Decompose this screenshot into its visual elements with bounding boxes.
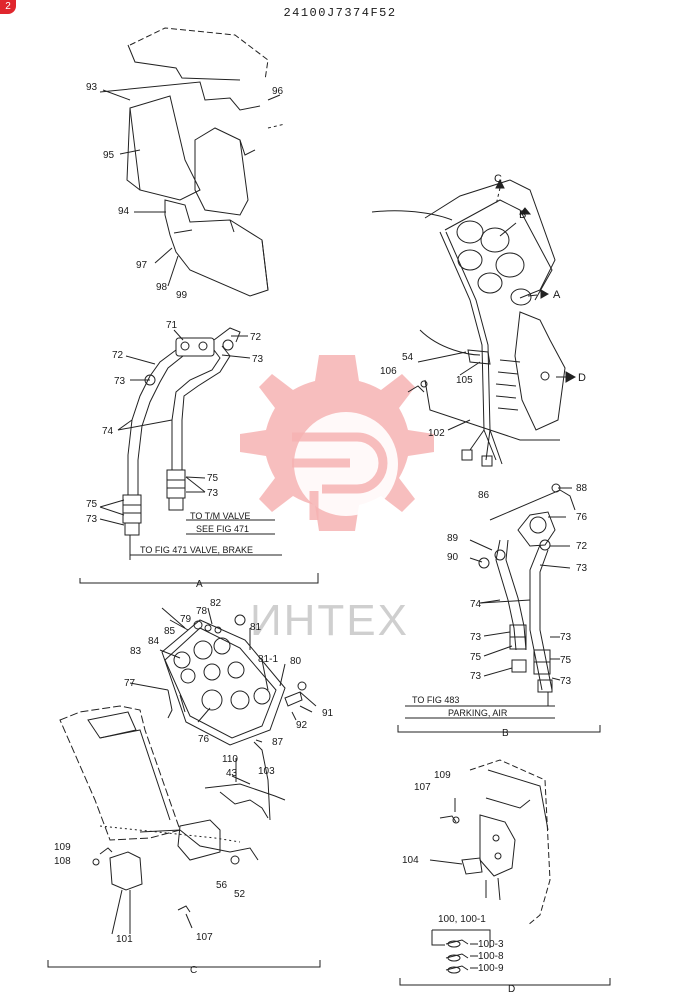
view-marker-b: B bbox=[519, 209, 526, 221]
label-75-c: 75 bbox=[470, 652, 482, 663]
section-letter-b: B bbox=[502, 728, 509, 739]
label-87: 87 bbox=[272, 737, 284, 748]
label-74-b: 74 bbox=[470, 599, 482, 610]
label-84: 84 bbox=[148, 636, 160, 647]
label-99: 99 bbox=[176, 290, 188, 301]
label-105: 105 bbox=[456, 375, 473, 386]
page-badge: 2 bbox=[0, 0, 16, 14]
watermark-gear-logo bbox=[240, 355, 434, 531]
label-88: 88 bbox=[576, 483, 588, 494]
label-83: 83 bbox=[130, 646, 142, 657]
section-a-hoses bbox=[79, 327, 319, 584]
section-b-air-hoses bbox=[397, 483, 601, 733]
label-73-f: 73 bbox=[470, 632, 482, 643]
label-109: 109 bbox=[54, 842, 71, 853]
label-89: 89 bbox=[447, 533, 459, 544]
label-107-d: 107 bbox=[414, 782, 431, 793]
label-100-8: 100-8 bbox=[478, 951, 504, 962]
label-81-1: 81-1 bbox=[258, 654, 278, 665]
section-letter-a: A bbox=[196, 579, 203, 590]
label-72-b: 72 bbox=[112, 350, 124, 361]
watermark-text: ИНТЕХ bbox=[250, 596, 409, 645]
view-marker-a: A bbox=[553, 289, 561, 301]
label-104: 104 bbox=[402, 855, 419, 866]
label-54: 54 bbox=[402, 352, 414, 363]
label-98: 98 bbox=[156, 282, 168, 293]
label-90: 90 bbox=[447, 552, 459, 563]
label-106: 106 bbox=[380, 366, 397, 377]
note-tm-valve: TO T/M VALVE bbox=[190, 511, 250, 521]
label-73-h: 73 bbox=[470, 671, 482, 682]
label-86: 86 bbox=[478, 490, 490, 501]
bracket-assembly bbox=[99, 27, 286, 297]
label-85: 85 bbox=[164, 626, 176, 637]
label-75-b: 75 bbox=[86, 499, 98, 510]
label-73-d: 73 bbox=[86, 514, 98, 525]
note-fig-471: TO FIG 471 VALVE, BRAKE bbox=[140, 545, 253, 555]
label-76-b: 76 bbox=[576, 512, 588, 523]
label-79: 79 bbox=[180, 614, 192, 625]
label-81: 81 bbox=[250, 622, 262, 633]
label-103: 103 bbox=[258, 766, 275, 777]
section-d-bracket bbox=[399, 759, 611, 986]
label-80: 80 bbox=[290, 656, 302, 667]
label-78: 78 bbox=[196, 606, 208, 617]
label-101: 101 bbox=[116, 934, 133, 945]
label-72-c: 72 bbox=[576, 541, 588, 552]
label-107: 107 bbox=[196, 932, 213, 943]
label-82: 82 bbox=[210, 598, 222, 609]
label-74: 74 bbox=[102, 426, 114, 437]
section-letter-d: D bbox=[508, 984, 515, 995]
label-109-d: 109 bbox=[434, 770, 451, 781]
label-73-e: 73 bbox=[576, 563, 588, 574]
label-93: 93 bbox=[86, 82, 98, 93]
label-75-d: 75 bbox=[560, 655, 572, 666]
label-76: 76 bbox=[198, 734, 210, 745]
view-marker-c: C bbox=[494, 173, 502, 185]
label-77: 77 bbox=[124, 678, 136, 689]
label-73-a: 73 bbox=[252, 354, 264, 365]
label-92: 92 bbox=[296, 720, 308, 731]
label-91: 91 bbox=[322, 708, 334, 719]
section-c-switch-panel bbox=[47, 607, 321, 968]
instrument-panel bbox=[371, 178, 577, 467]
label-102: 102 bbox=[428, 428, 445, 439]
label-43: 43 bbox=[226, 768, 238, 779]
label-73-b: 73 bbox=[114, 376, 126, 387]
note-parking-air: PARKING, AIR bbox=[448, 708, 508, 718]
label-108: 108 bbox=[54, 856, 71, 867]
note-see-fig: SEE FIG 471 bbox=[196, 524, 249, 534]
label-52: 52 bbox=[234, 889, 246, 900]
label-73-c: 73 bbox=[207, 488, 219, 499]
label-110: 110 bbox=[222, 754, 238, 765]
part-number: 24100J7374F52 bbox=[283, 6, 397, 20]
label-75-a: 75 bbox=[207, 473, 219, 484]
label-97: 97 bbox=[136, 260, 148, 271]
section-letter-c: C bbox=[190, 965, 197, 976]
note-fig-483: TO FIG 483 bbox=[412, 695, 459, 705]
label-96: 96 bbox=[272, 86, 284, 97]
label-94: 94 bbox=[118, 206, 130, 217]
label-95: 95 bbox=[103, 150, 115, 161]
label-73-i: 73 bbox=[560, 676, 572, 687]
label-73-g: 73 bbox=[560, 632, 572, 643]
view-marker-d: D bbox=[578, 372, 586, 384]
label-72-a: 72 bbox=[250, 332, 262, 343]
label-71: 71 bbox=[166, 320, 178, 331]
label-100-3: 100-3 bbox=[478, 939, 504, 950]
label-56: 56 bbox=[216, 880, 228, 891]
label-100-9: 100-9 bbox=[478, 963, 504, 974]
label-100: 100, 100-1 bbox=[438, 914, 486, 925]
